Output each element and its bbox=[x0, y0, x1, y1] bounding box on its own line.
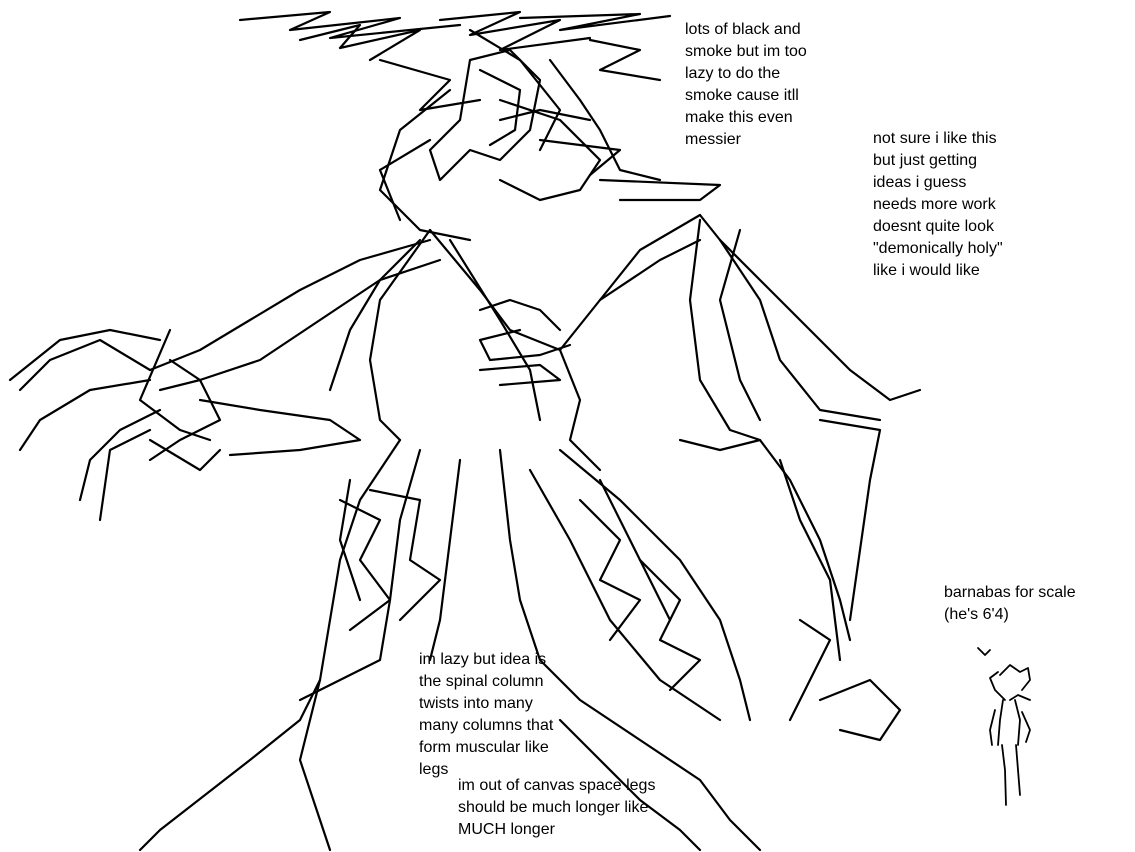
unsure-note: not sure i like this but just getting id… bbox=[873, 130, 1003, 279]
spine-note: im lazy but idea is the spinal column tw… bbox=[419, 651, 554, 778]
canvas-space-note: im out of canvas space legs should be mu… bbox=[458, 777, 656, 838]
barnabas-figure bbox=[977, 647, 1031, 806]
torso bbox=[328, 213, 702, 472]
right-arm-wing bbox=[678, 213, 922, 742]
legs bbox=[138, 438, 762, 852]
head bbox=[378, 48, 722, 242]
smoke-note: lots of black and smoke but im too lazy … bbox=[685, 21, 807, 148]
head-spikes bbox=[238, 10, 672, 152]
scale-note: barnabas for scale (he's 6'4) bbox=[944, 584, 1076, 623]
left-arm bbox=[8, 238, 442, 522]
